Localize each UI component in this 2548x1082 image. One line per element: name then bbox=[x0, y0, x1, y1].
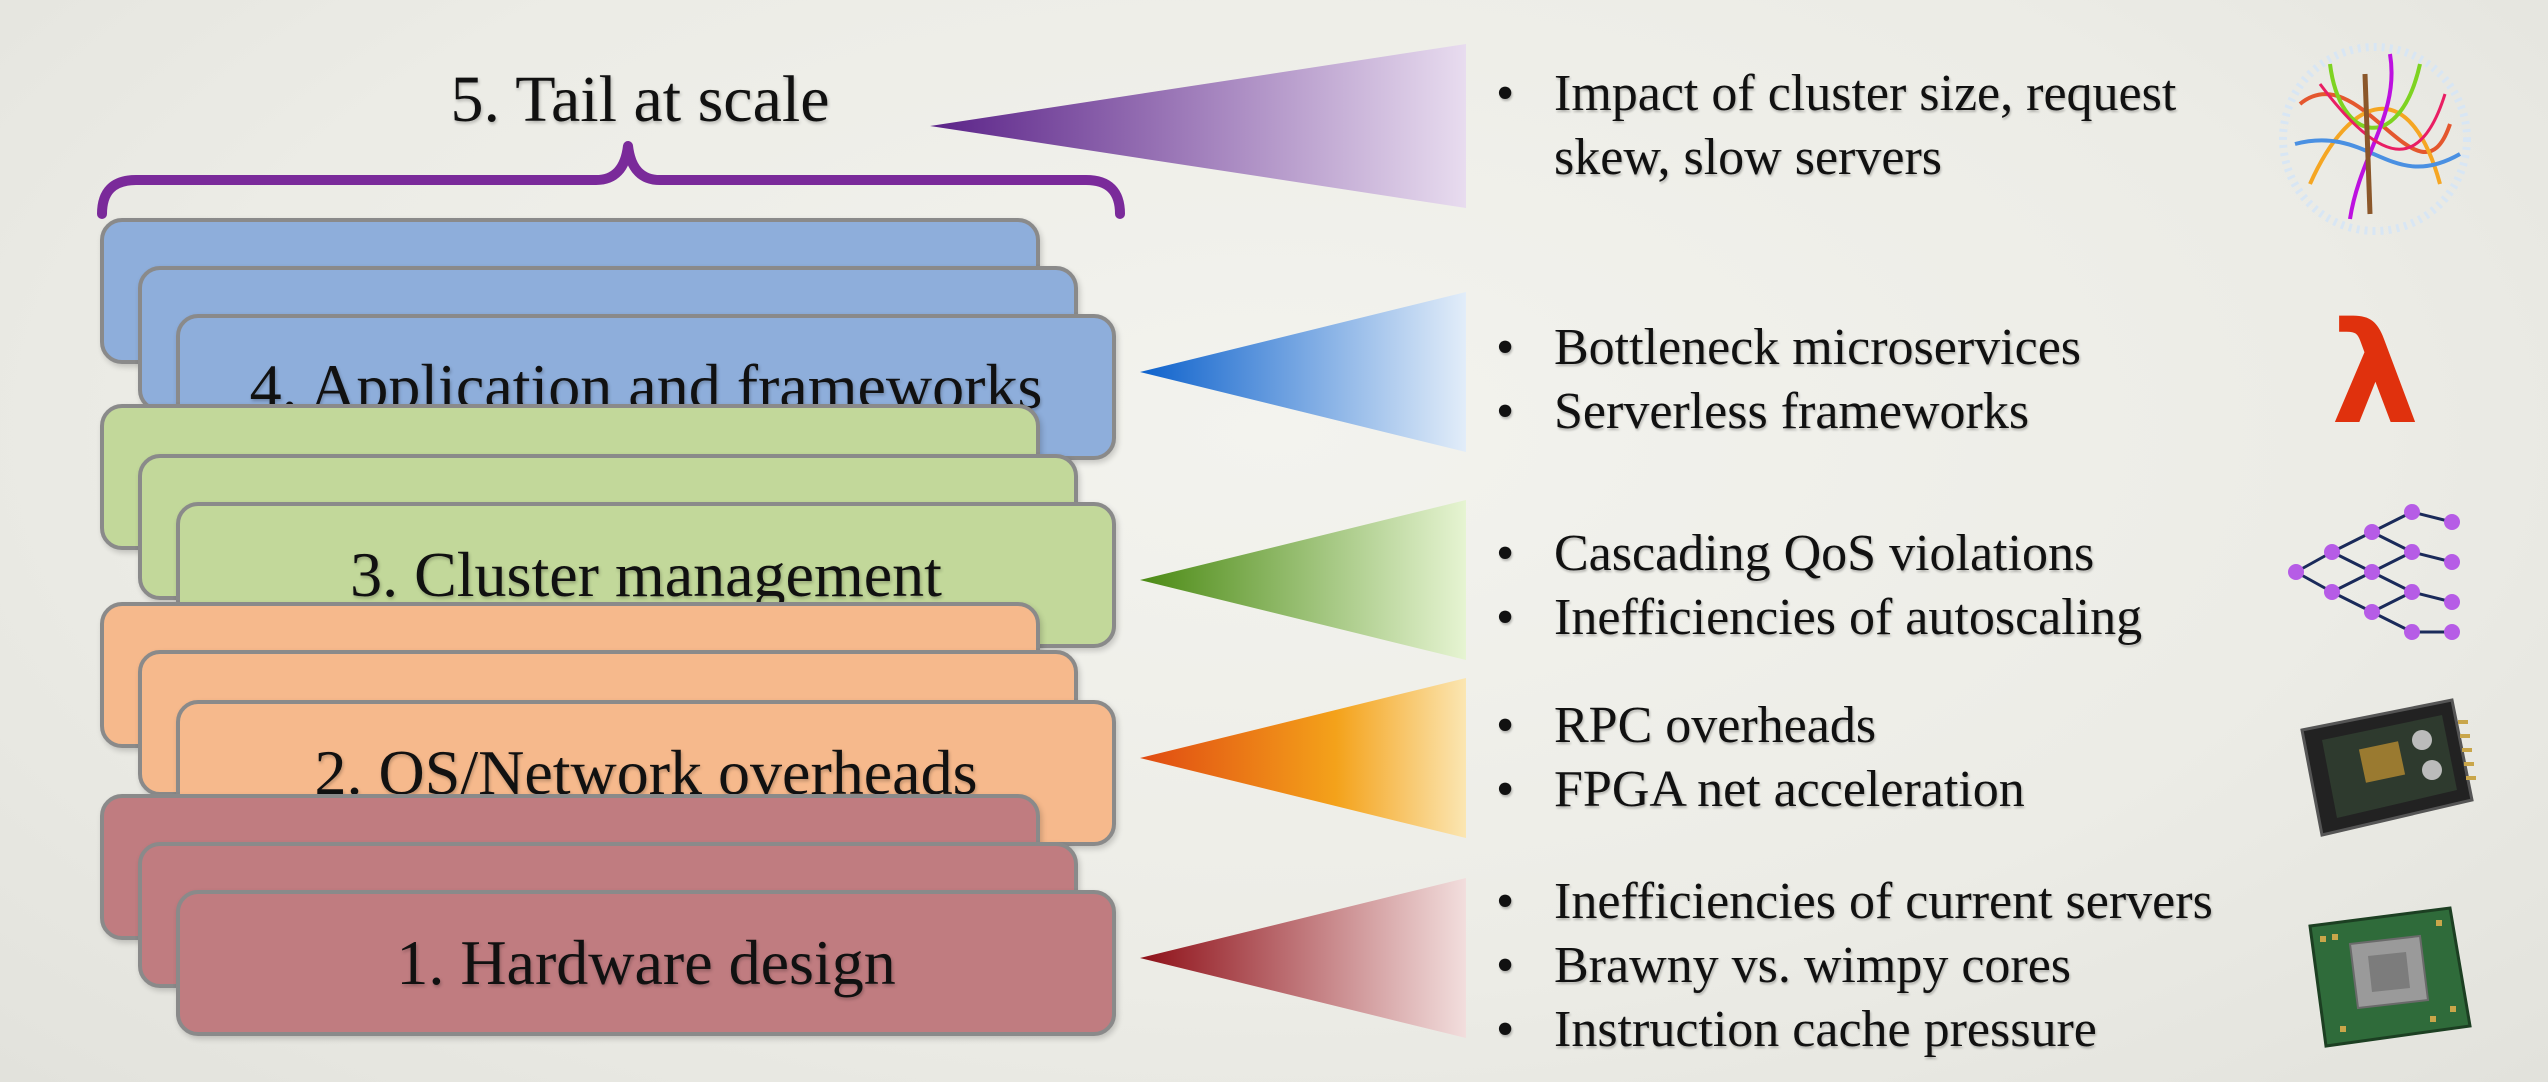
layer-3-bullet-list: •Cascading QoS violations •Inefficiencie… bbox=[1490, 522, 2142, 650]
layer-1-wedge bbox=[1140, 878, 1466, 1038]
layer-2-wedge bbox=[1140, 678, 1466, 838]
list-item: •Inefficiencies of autoscaling bbox=[1496, 589, 2143, 646]
layer-1-label: 1. Hardware design bbox=[396, 927, 896, 998]
tail-bullet-list: •Impact of cluster size, request skew, s… bbox=[1490, 62, 2176, 190]
list-item: skew, slow servers bbox=[1554, 129, 1942, 186]
layer-3-label: 3. Cluster management bbox=[350, 539, 942, 610]
list-item: •Bottleneck microservices bbox=[1496, 319, 2082, 376]
list-item: •Brawny vs. wimpy cores bbox=[1496, 937, 2072, 994]
curly-brace-icon bbox=[97, 141, 1125, 219]
list-item: •FPGA net acceleration bbox=[1496, 761, 2025, 818]
dependency-graph-icon bbox=[2288, 504, 2460, 640]
list-item: •Cascading QoS violations bbox=[1496, 525, 2095, 582]
list-item: •RPC overheads bbox=[1496, 697, 1877, 754]
list-item: •Instruction cache pressure bbox=[1496, 1001, 2097, 1058]
list-item: •Impact of cluster size, request bbox=[1496, 65, 2177, 122]
tangled-graph-icon bbox=[2279, 43, 2471, 235]
cpu-chip-icon bbox=[2308, 906, 2472, 1048]
layer-4-bullet-list: •Bottleneck microservices •Serverless fr… bbox=[1490, 316, 2081, 444]
layer-2-bullet-list: •RPC overheads •FPGA net acceleration bbox=[1490, 694, 2025, 822]
layer-3-wedge bbox=[1140, 500, 1466, 660]
layer-4-wedge bbox=[1140, 292, 1466, 452]
list-item: •Inefficiencies of current servers bbox=[1496, 873, 2213, 930]
tail-wedge bbox=[930, 44, 1466, 208]
list-item: •Serverless frameworks bbox=[1496, 383, 2030, 440]
layer-1-card: 1. Hardware design bbox=[176, 890, 1116, 1036]
fpga-board-icon bbox=[2300, 698, 2476, 837]
layer-1-bullet-list: •Inefficiencies of current servers •Braw… bbox=[1490, 870, 2213, 1062]
lambda-icon: λ bbox=[2330, 293, 2420, 456]
tail-at-scale-title: 5. Tail at scale bbox=[450, 63, 830, 136]
